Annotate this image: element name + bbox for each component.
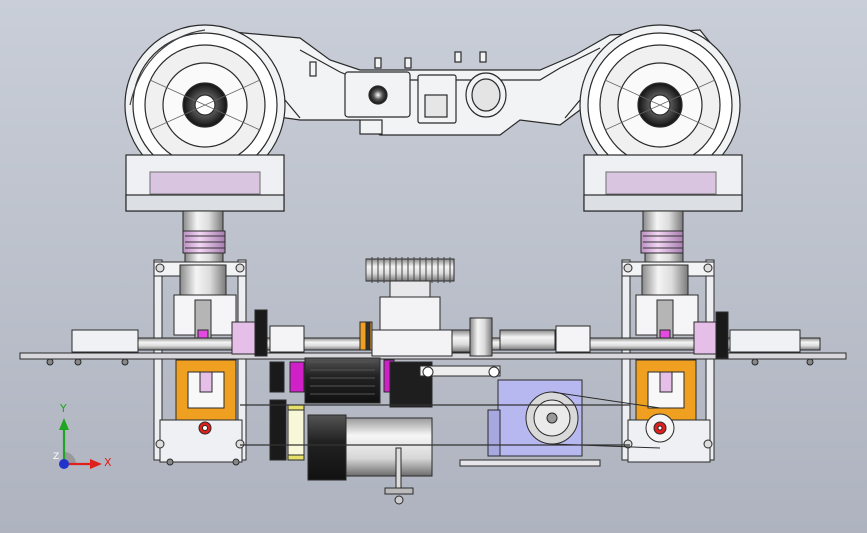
wheel-left — [124, 24, 286, 186]
triad-x-label: X — [104, 456, 112, 469]
triad-y-label: Y — [60, 402, 67, 415]
triad-graphic — [59, 418, 102, 469]
center-gear-assembly — [359, 257, 455, 357]
spring-post-left — [182, 210, 226, 266]
wheel-right — [579, 24, 741, 186]
triad-z-label: Z — [53, 452, 60, 462]
coordinate-triad[interactable]: Y X Z — [40, 402, 120, 482]
gearbox — [459, 379, 601, 467]
main-motor — [307, 414, 433, 505]
small-motor — [304, 357, 433, 408]
side-frame-left — [153, 259, 247, 466]
drive-shaft — [71, 309, 821, 359]
side-frame-right — [621, 259, 715, 463]
support-block-right — [583, 154, 743, 212]
belt-drive — [551, 391, 675, 449]
tie-rods — [240, 404, 630, 446]
spring-post-right — [640, 210, 684, 266]
support-block-left — [125, 154, 285, 212]
linkage-arm — [419, 365, 501, 378]
